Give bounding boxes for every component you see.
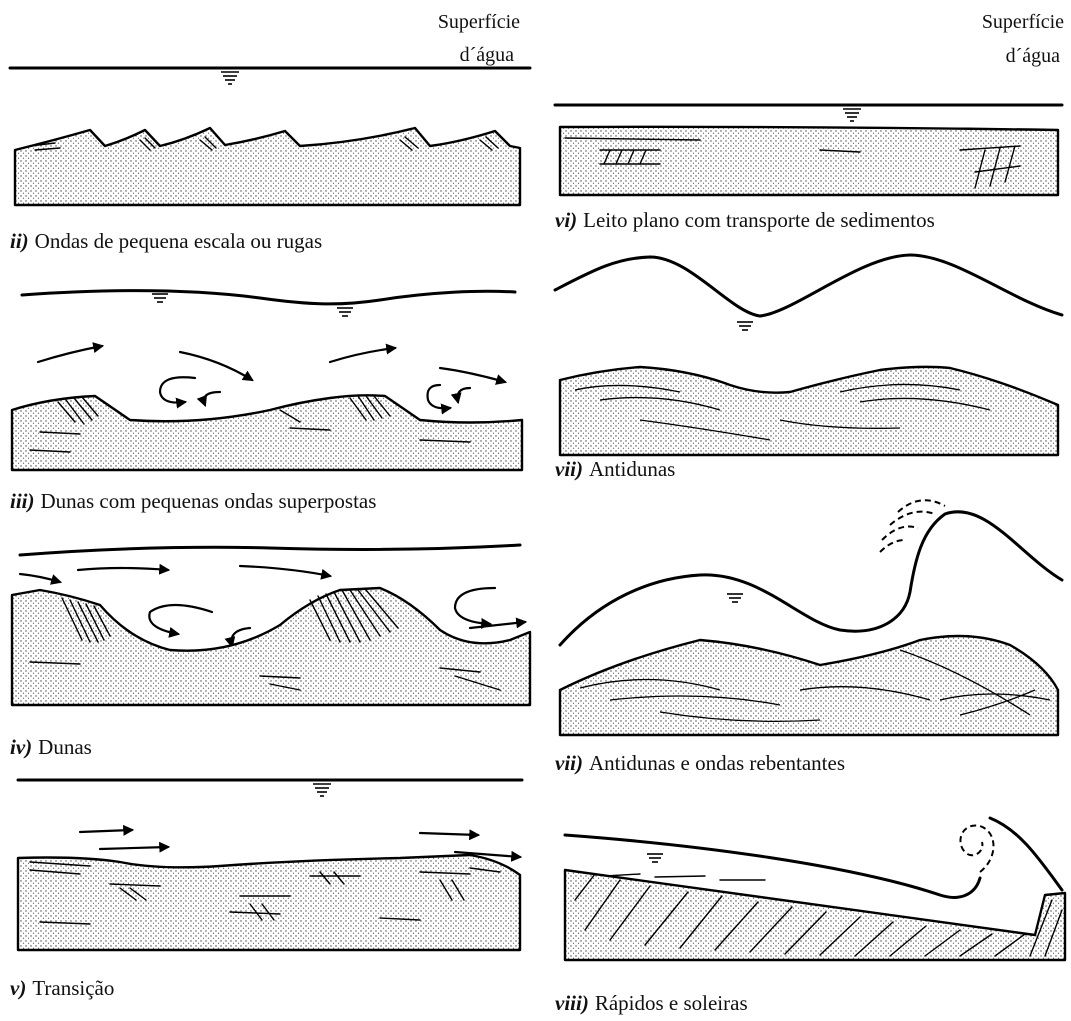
sediment-bed [15, 128, 520, 205]
water-level-symbol [647, 854, 663, 862]
water-level-symbol [221, 72, 239, 84]
flow-arrow [20, 574, 60, 582]
flow-arrow [100, 847, 168, 849]
water-level-symbol [843, 109, 861, 121]
sediment-bed [12, 395, 522, 470]
flow-eddy-arrow [428, 385, 451, 408]
flow-arrow [440, 368, 505, 382]
surface-label-right: Superfície d´água [982, 11, 1064, 67]
sediment-bed [560, 127, 1058, 195]
caption-dunes: iv)Dunas [10, 735, 92, 759]
panel-transition: v)Transição [10, 780, 522, 1000]
surface-label-left-line2: d´água [460, 44, 515, 66]
surface-label-right-line1: Superfície [982, 11, 1064, 33]
panel-antidunes-breaking-waves: vii)Antidunas e ondas rebentantes [555, 500, 1062, 775]
panel-dunes-with-ripples: iii)Dunas com pequenas ondas superpostas [10, 291, 522, 513]
water-level-symbol [337, 308, 353, 316]
flow-eddy-arrow [455, 588, 495, 624]
water-surface-line-downstream [990, 818, 1062, 890]
water-surface-line [20, 545, 520, 555]
flow-arrow [38, 346, 102, 362]
flow-arrow [180, 352, 252, 380]
caption-antidunes: vii)Antidunas [555, 457, 675, 481]
panel-ripples: ii)Ondas de pequena escala ou rugas [10, 68, 530, 253]
flow-eddy-arrow [204, 392, 220, 405]
flow-arrow [330, 348, 395, 362]
water-level-symbol [152, 294, 168, 302]
water-level-symbol [313, 784, 331, 796]
surface-label-right-line2: d´água [1006, 45, 1061, 67]
surface-label-left: Superfície d´água [438, 11, 520, 66]
water-surface-line [560, 512, 1062, 645]
sediment-bed [18, 855, 520, 950]
panel-antidunes: vii)Antidunas [555, 255, 1062, 481]
panel-plane-bed: vi)Leito plano com transporte de sedimen… [555, 105, 1062, 232]
water-surface-line [555, 255, 1062, 316]
caption-plane-bed: vi)Leito plano com transporte de sedimen… [555, 208, 935, 232]
flow-arrow [78, 568, 168, 570]
sediment-bed [12, 588, 530, 705]
flow-eddy-arrow [149, 605, 212, 634]
panel-rapids-step-pools: viii)Rápidos e soleiras [555, 818, 1065, 1015]
breaking-wave-crest [880, 500, 945, 552]
panel-dunes: iv)Dunas [10, 545, 530, 759]
flow-eddy-arrow [458, 388, 471, 402]
caption-rapids-step-pools: viii)Rápidos e soleiras [555, 991, 748, 1015]
water-level-symbol [737, 322, 753, 330]
caption-ripples: ii)Ondas de pequena escala ou rugas [10, 229, 322, 253]
water-surface-line [22, 291, 515, 304]
flow-arrow [240, 566, 330, 576]
caption-antidunes-breaking-waves: vii)Antidunas e ondas rebentantes [555, 751, 845, 775]
caption-dunes-with-ripples: iii)Dunas com pequenas ondas superpostas [10, 489, 376, 513]
flow-arrow [80, 830, 132, 832]
breaking-wave-curl [960, 825, 993, 872]
sediment-bed [560, 367, 1058, 455]
water-level-symbol [727, 594, 743, 602]
caption-transition: v)Transição [10, 976, 114, 1000]
flow-eddy-arrow [160, 377, 195, 402]
flow-arrow [420, 833, 478, 835]
surface-label-left-line1: Superfície [438, 11, 520, 33]
sediment-bed [565, 870, 1065, 960]
